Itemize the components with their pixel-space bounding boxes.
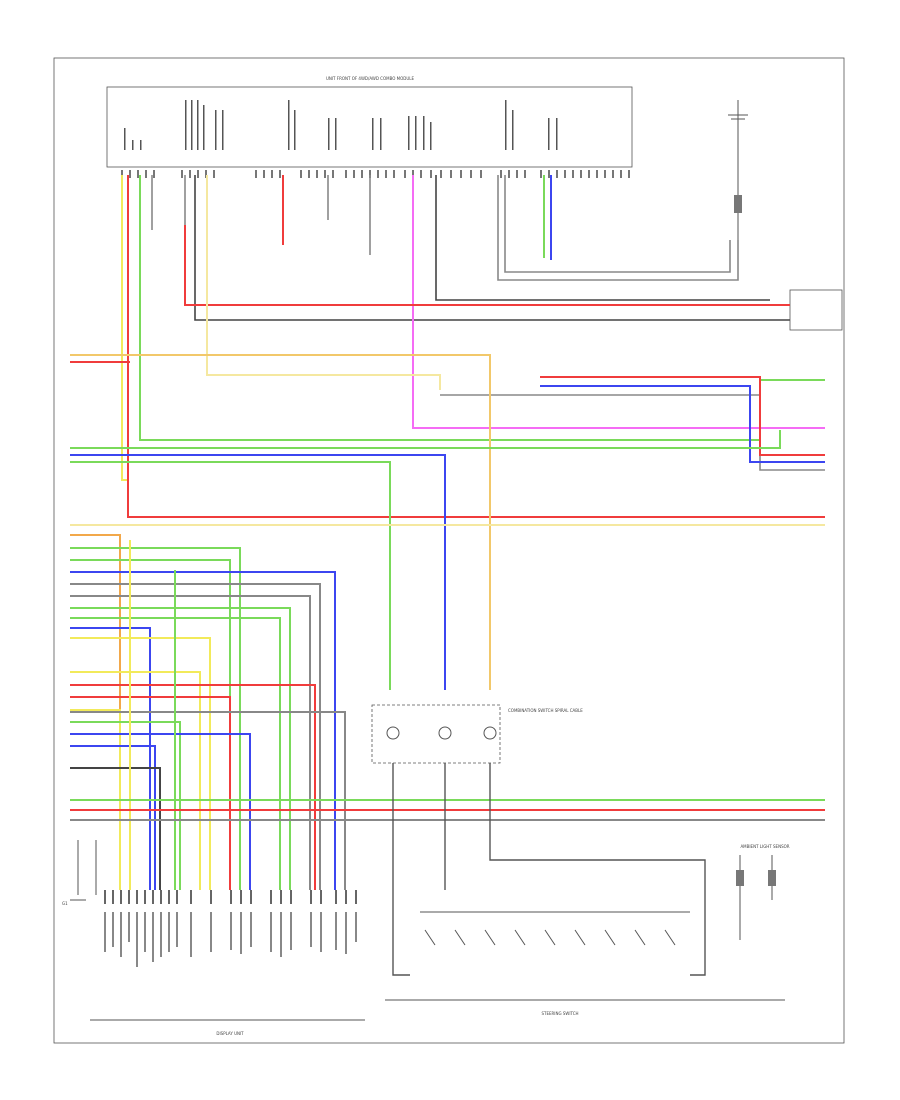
top-unit-label: UNIT FRONT OF 4WD/AWD COMBO MODULE	[326, 76, 415, 81]
wire-yellow-1	[121, 175, 128, 481]
wire-green-mid2	[70, 461, 391, 690]
wire-green-mid	[70, 430, 781, 449]
gray-wires	[151, 175, 825, 471]
spiral-contact-2	[438, 726, 452, 740]
combination-switch: COMBINATION SWITCH SPIRAL CABLE	[371, 704, 583, 764]
lower-bus-wires	[70, 799, 825, 821]
display-unit-wires	[70, 534, 346, 890]
right-connector-box	[789, 289, 843, 331]
diagram-frame	[53, 57, 845, 1044]
wire-green-1	[139, 175, 825, 441]
spiral-contact-1	[386, 726, 400, 740]
antenna-symbol	[728, 100, 748, 240]
combination-switch-label: COMBINATION SWITCH SPIRAL CABLE	[508, 708, 583, 713]
wire-red-bus	[184, 225, 790, 306]
ground-label: G1	[62, 901, 68, 906]
spiral-contact-3	[483, 726, 497, 740]
top-unit-pin-labels	[124, 100, 558, 150]
wire-lightyellow-loop	[206, 175, 441, 390]
colored-wires-top	[70, 175, 825, 690]
combination-switch-box	[371, 704, 501, 764]
ambient-light-sensor: AMBIENT LIGHT SENSOR	[736, 844, 790, 940]
steering-switch-contacts	[424, 929, 676, 946]
wire-red-2	[127, 175, 825, 518]
top-unit-box	[106, 86, 633, 168]
steering-switch: STEERING SWITCH	[385, 911, 785, 1016]
display-unit-vertical-labels	[104, 912, 357, 967]
display-unit-pins	[104, 890, 357, 904]
wire-orange-mid	[70, 354, 491, 690]
top-unit: UNIT FRONT OF 4WD/AWD COMBO MODULE	[106, 76, 633, 178]
wire-red-right	[540, 376, 825, 456]
steering-switch-label: STEERING SWITCH	[541, 1011, 578, 1016]
wire-blue-mid	[70, 454, 446, 690]
top-unit-pin-numbers	[121, 170, 630, 178]
ground-symbol: G1	[62, 840, 97, 906]
ambient-light-label: AMBIENT LIGHT SENSOR	[740, 844, 789, 849]
wire-blue-right	[540, 385, 825, 463]
display-unit: DISPLAY UNIT	[90, 1019, 365, 1036]
display-unit-label: DISPLAY UNIT	[216, 1031, 244, 1036]
wire-pink-top	[412, 175, 825, 429]
right-connector-top	[789, 289, 843, 331]
steering-lines	[392, 763, 706, 976]
